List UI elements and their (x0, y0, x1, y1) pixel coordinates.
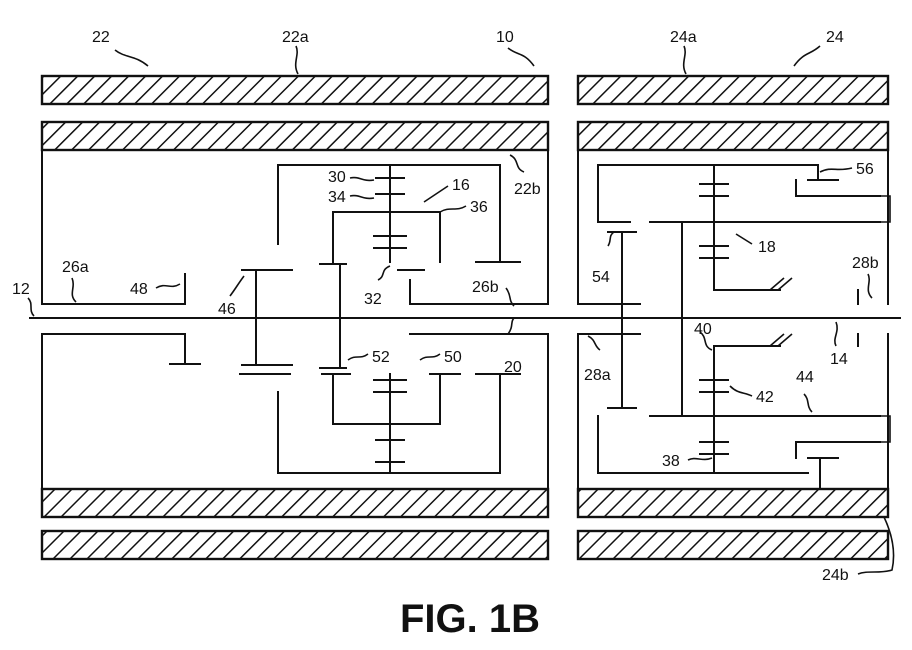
planetary-set-18-frame (598, 165, 890, 489)
label-18: 18 (758, 239, 776, 256)
label-34: 34 (328, 189, 346, 206)
label-54: 54 (592, 269, 610, 286)
label-44: 44 (796, 369, 814, 386)
leader-24 (794, 46, 820, 66)
shafts (30, 274, 900, 364)
sleeve-26a-lower (42, 334, 185, 364)
label-26a: 26a (62, 259, 89, 276)
label-14: 14 (830, 351, 848, 368)
leader-50 (420, 354, 440, 360)
housing-24a-outer-bottom (578, 531, 888, 559)
label-32: 32 (364, 291, 382, 308)
label-22a: 22a (282, 29, 309, 46)
leader-32 (378, 266, 390, 280)
label-22: 22 (92, 29, 110, 46)
leader-22 (115, 50, 148, 66)
leader-16 (424, 186, 448, 202)
leader-36 (440, 206, 466, 212)
leader-20 (508, 318, 514, 334)
leader-56 (820, 168, 852, 172)
label-22b: 22b (514, 181, 541, 198)
housing-24b-inner-top (578, 122, 888, 150)
label-30: 30 (328, 169, 346, 186)
sleeve-26a (42, 274, 185, 304)
leader-52 (348, 354, 368, 360)
leader-24a (684, 46, 686, 74)
label-24b: 24b (822, 567, 849, 584)
label-36: 36 (470, 199, 488, 216)
housing-22a-outer-bottom (42, 531, 548, 559)
leader-42 (730, 386, 752, 396)
leader-38 (688, 458, 712, 460)
leader-48 (156, 284, 180, 288)
leader-28b (868, 274, 872, 298)
label-38: 38 (662, 453, 680, 470)
leader-44 (804, 394, 812, 412)
label-42: 42 (756, 389, 774, 406)
label-28b: 28b (852, 255, 879, 272)
label-26b: 26b (472, 279, 499, 296)
label-46: 46 (218, 301, 236, 318)
label-24a: 24a (670, 29, 697, 46)
leader-22b (510, 155, 524, 172)
housing-22a-outer-top (42, 76, 548, 104)
label-20: 20 (504, 359, 522, 376)
label-12: 12 (12, 281, 30, 298)
label-50: 50 (444, 349, 462, 366)
leader-22a (296, 46, 298, 74)
housing-22b-inner-bottom (42, 489, 548, 517)
label-28a: 28a (584, 367, 611, 384)
label-16: 16 (452, 177, 470, 194)
label-10: 10 (496, 29, 514, 46)
housing-24a-outer-top (578, 76, 888, 104)
label-40: 40 (694, 321, 712, 338)
housing-22b-inner-top (42, 122, 548, 150)
leader-18 (736, 234, 752, 244)
label-48: 48 (130, 281, 148, 298)
housing-24b-inner-bottom (578, 489, 888, 517)
leader-46 (230, 276, 244, 296)
leader-26a (72, 278, 76, 302)
leader-34 (350, 196, 374, 199)
leader-54 (608, 232, 614, 246)
label-24: 24 (826, 29, 844, 46)
leader-10 (508, 48, 534, 66)
leader-28a (588, 336, 600, 350)
label-52: 52 (372, 349, 390, 366)
right-housing-walls (578, 150, 888, 489)
figure-caption: FIG. 1B (400, 597, 540, 641)
label-56: 56 (856, 161, 874, 178)
leader-14 (835, 322, 837, 346)
leader-12 (28, 298, 34, 316)
leader-30 (350, 178, 374, 181)
